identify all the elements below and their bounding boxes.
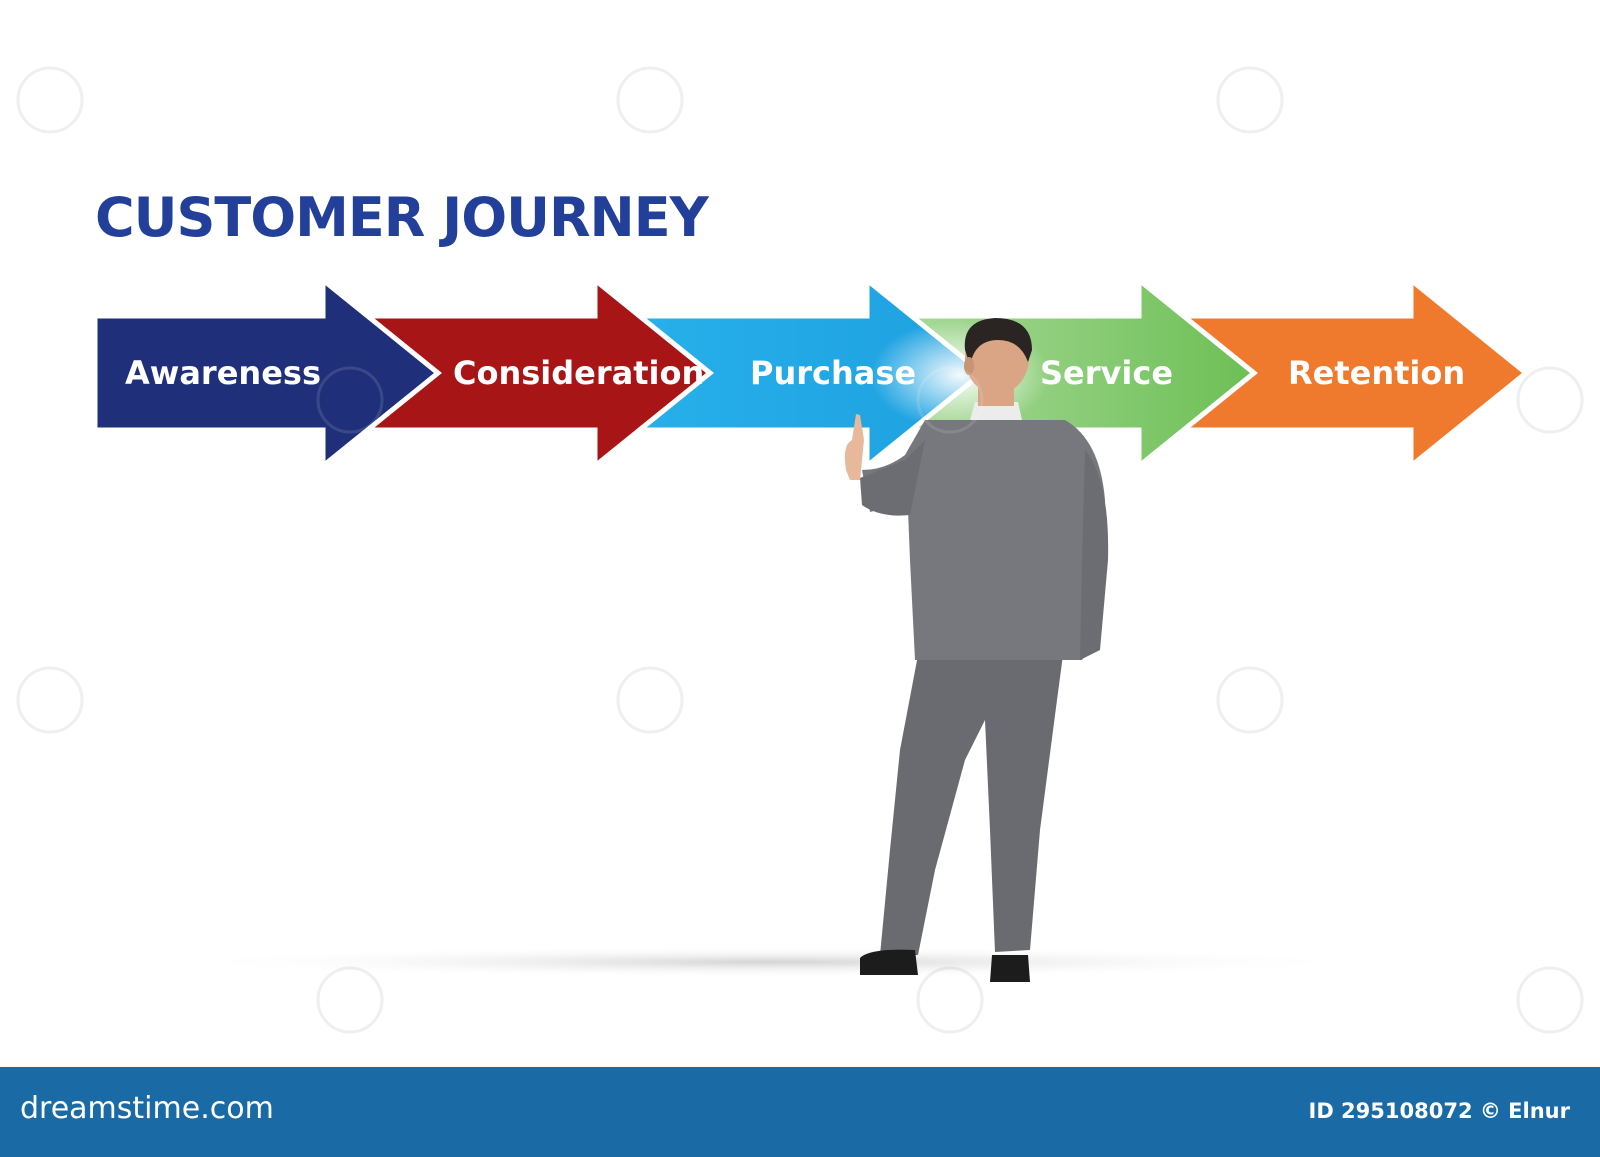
floor-shadow	[170, 946, 1370, 978]
journey-arrow-awareness	[92, 274, 442, 472]
footer-image-id: ID 295108072 © Elnur	[1308, 1099, 1571, 1123]
footer-bar: dreamstime.com ID 295108072 © Elnur	[0, 1067, 1600, 1157]
businessman-figure	[844, 318, 1109, 982]
journey-step-label-consideration: Consideration	[453, 354, 704, 392]
journey-step-label-service: Service	[1040, 354, 1173, 392]
page-title: CUSTOMER JOURNEY	[95, 186, 709, 249]
footer-brand: dreamstime.com	[20, 1091, 274, 1126]
journey-step-label-retention: Retention	[1288, 354, 1465, 392]
journey-step-label-awareness: Awareness	[125, 354, 321, 392]
watermark-layer	[16, 66, 1584, 1034]
